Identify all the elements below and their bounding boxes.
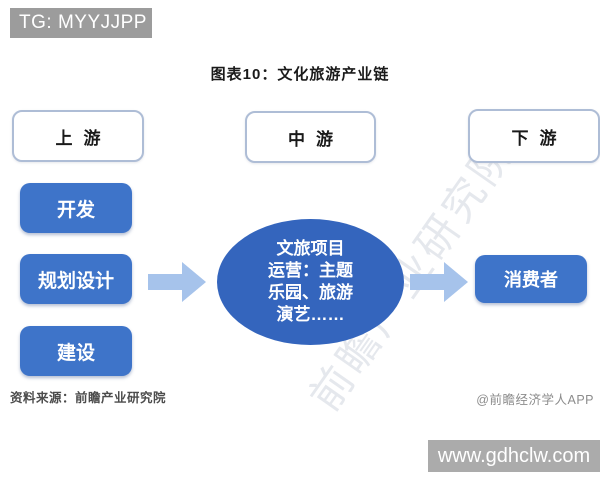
upstream-item-label: 建设 xyxy=(56,342,95,364)
ellipse-text-line: 文旅项目 xyxy=(276,238,345,258)
stage-box-midstream: 中游 xyxy=(245,111,376,163)
ellipse-text-line: 乐园、旅游 xyxy=(268,283,353,302)
upstream-item-label: 开发 xyxy=(56,199,95,221)
consumer-label: 消费者 xyxy=(504,270,558,290)
stage-label-downstream: 下游 xyxy=(511,128,568,148)
arrow-right-icon xyxy=(148,262,206,302)
upstream-item-construction: 建设 xyxy=(20,326,132,376)
stage-label-upstream: 上游 xyxy=(55,128,112,148)
upstream-item-planning-design: 规划设计 xyxy=(20,254,132,304)
credit-note: @前瞻经济学人APP xyxy=(476,393,594,407)
upstream-item-label: 规划设计 xyxy=(37,270,114,292)
figure-title: 图表10：文化旅游产业链 xyxy=(210,66,390,83)
stage-box-upstream: 上游 xyxy=(12,110,144,162)
upstream-item-development: 开发 xyxy=(20,183,132,233)
midstream-ellipse: 文旅项目 运营：主题 乐园、旅游 演艺…… xyxy=(217,219,404,345)
stage-label-midstream: 中游 xyxy=(288,129,344,149)
ellipse-text-line: 运营：主题 xyxy=(268,260,353,280)
arrow-right-shape xyxy=(410,262,468,302)
stage-box-downstream: 下游 xyxy=(468,109,600,163)
ellipse-text-line: 演艺…… xyxy=(276,305,345,325)
arrow-right-icon xyxy=(410,262,468,302)
url-overlay: www.gdhclw.com xyxy=(428,440,600,472)
downstream-consumer-box: 消费者 xyxy=(475,255,587,303)
source-note: 资料来源：前瞻产业研究院 xyxy=(10,391,167,405)
arrow-right-shape xyxy=(148,262,206,302)
tag-overlay: TG: MYYJJPP xyxy=(10,8,152,38)
